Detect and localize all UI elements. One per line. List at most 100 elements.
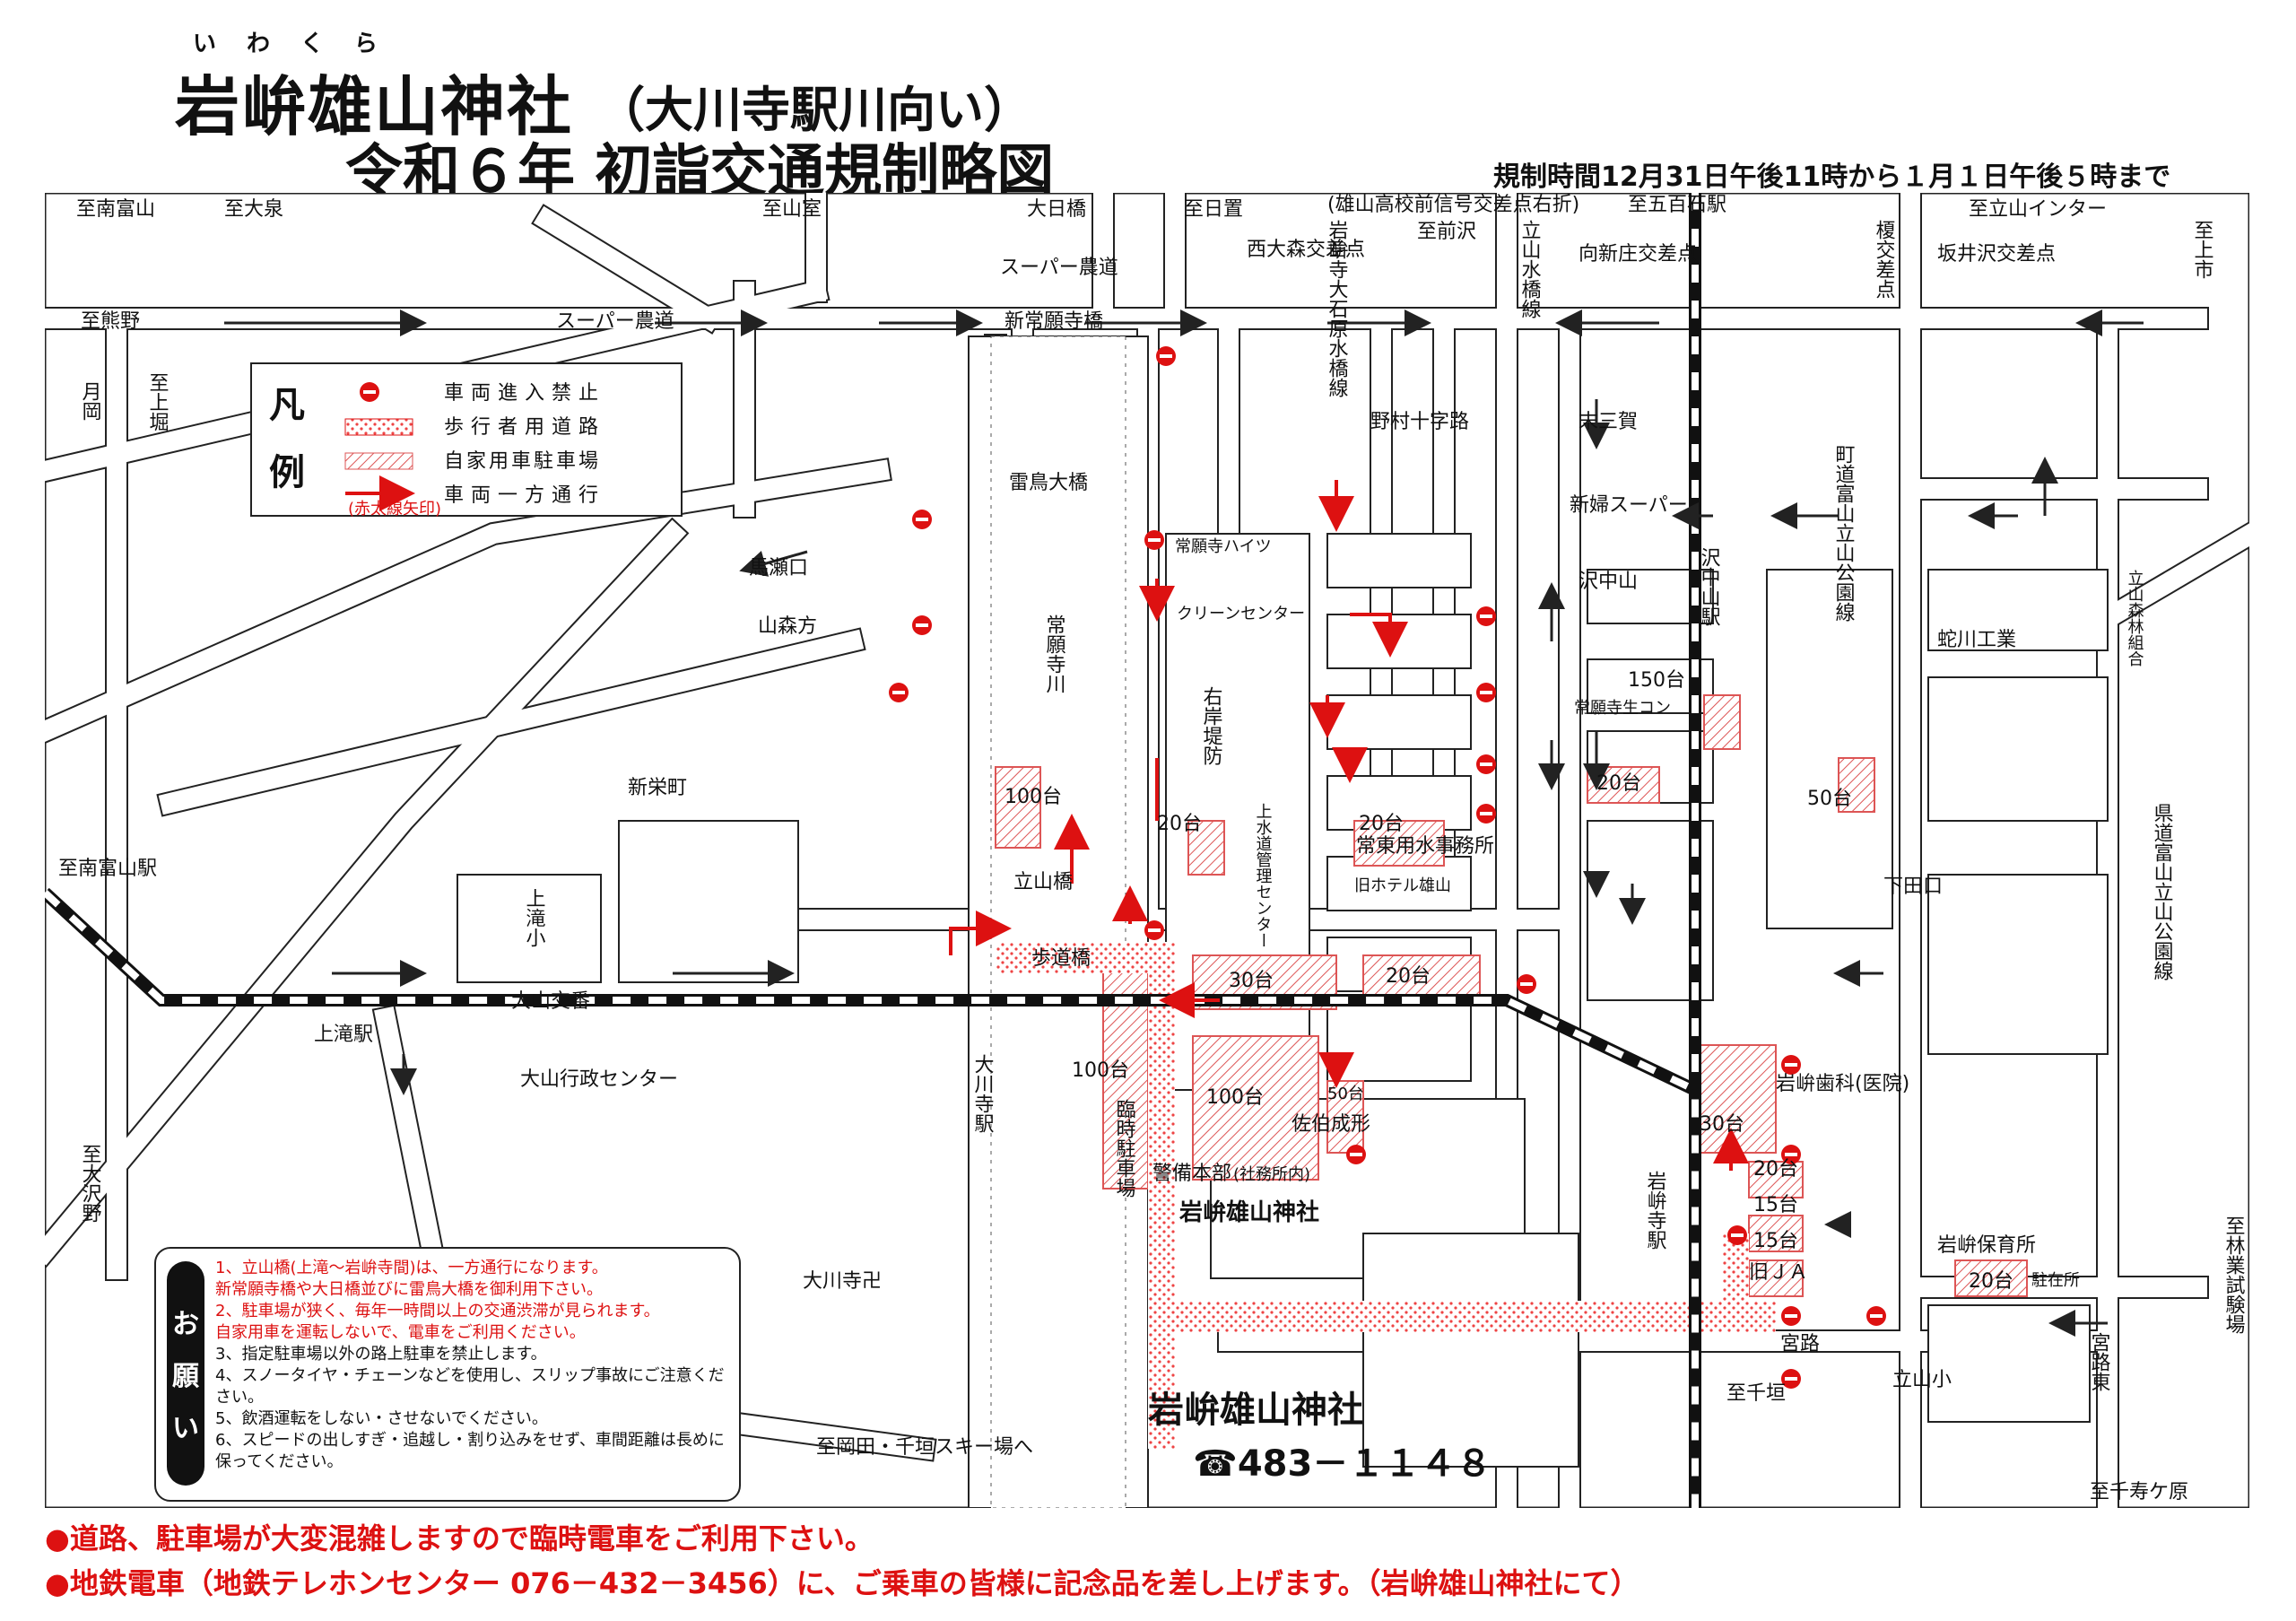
label-sawanakayama-sta: 沢中山駅 xyxy=(1698,547,1721,626)
parking-lots xyxy=(995,694,2028,1297)
label-tateyama-shinrin: 立山森林組合 xyxy=(2126,570,2144,667)
label-kamidaki-sta: 上滝駅 xyxy=(314,1024,373,1046)
label-to-kamiichi: 至上市 xyxy=(2191,220,2213,279)
label-tateyama-mizuhashi: 立山水橋線 xyxy=(1518,220,1542,318)
legend-heading-1: 凡 xyxy=(269,385,305,426)
label-iwakuraji-sta: 岩峅寺駅 xyxy=(1644,1171,1667,1250)
label-nishi-omori: 西大森交差点 xyxy=(1247,239,1365,261)
label-p15a: 15台 xyxy=(1753,1194,1798,1216)
label-p100a: 100台 xyxy=(1004,786,1062,808)
label-p50a: 50台 xyxy=(1807,788,1852,810)
label-p50b: 50台 xyxy=(1327,1085,1364,1103)
label-p20f: 20台 xyxy=(1969,1270,2013,1293)
label-to-minami-toyama: 至南富山 xyxy=(76,198,155,221)
notice-item: 2、駐車場が狭く、毎年一時間以上の交通渋滞が見られます。 自家用車を運転しないで… xyxy=(215,1302,660,1342)
label-shinjoganji-bridge: 新常願寺橋 xyxy=(1004,310,1103,333)
label-to-yamamuro: 至山室 xyxy=(762,198,822,221)
label-kenro: 県道富山立山公園線 xyxy=(2151,803,2174,980)
label-enoki: 榎交差点 xyxy=(1873,220,1896,299)
notice-item: 6、スピードの出しすぎ・追越し・割り込みをせず、車間距離は長めに保ってください。 xyxy=(215,1431,725,1471)
label-joganji-seicon: 常願寺生コン xyxy=(1574,699,1671,718)
city-blocks xyxy=(457,533,2109,1468)
title-ruby: いわくら xyxy=(193,31,409,57)
label-iwakuraji-line: 岩峅寺大石原水橋線 xyxy=(1326,220,1349,397)
bottom-note: ●地鉄電車（地鉄テレホンセンター 076－432－3456）に、ご乗車の皆様に記… xyxy=(45,1566,1639,1600)
label-to-oizumi: 至大泉 xyxy=(224,198,283,221)
label-jotoyo: 常東用水事務所 xyxy=(1356,835,1494,858)
label-miyaji: 宮路 xyxy=(1780,1333,1820,1355)
label-tateyama-sho: 立山小 xyxy=(1892,1369,1952,1391)
label-jousuido: 上水道管理センター xyxy=(1254,803,1273,948)
label-p150: 150台 xyxy=(1628,669,1685,692)
legend: 凡 例 (赤太線矢印) 車両進入禁止 歩行者用道路 自家用車駐車場 車両一方通行 xyxy=(250,362,683,519)
label-to-chitosegahara: 至千寿ケ原 xyxy=(2090,1481,2188,1503)
label-p15b: 15台 xyxy=(1753,1230,1798,1252)
label-sawanakayama: 沢中山 xyxy=(1578,571,1638,593)
page-title: 岩峅雄山神社 xyxy=(175,69,574,144)
label-to-senkaki: 至千垣 xyxy=(1726,1382,1786,1405)
notice-tab-char: 願 xyxy=(172,1361,199,1392)
label-keibi: 警備本部 xyxy=(1152,1163,1231,1185)
label-rinji-parking: 臨時駐車場 xyxy=(1113,1099,1136,1198)
pedestrian-road-icon xyxy=(344,418,413,436)
label-machi-road: 町道富山立山公園線 xyxy=(1832,444,1856,622)
label-ugan-teibou: 右岸堤防 xyxy=(1200,686,1223,765)
label-hodou-bridge: 歩道橋 xyxy=(1031,947,1091,970)
label-p100b: 100台 xyxy=(1072,1059,1129,1082)
page-subtitle: （大川寺駅川向い） xyxy=(596,82,1032,138)
label-oyama-center: 大山行政センター xyxy=(520,1068,678,1091)
label-to-minami-toyama-sta: 至南富山駅 xyxy=(58,858,157,880)
label-tateyama-bridge: 立山橋 xyxy=(1013,871,1073,893)
legend-label-no-entry: 車両進入禁止 xyxy=(444,382,605,405)
label-signal-note: (雄山高校前信号交差点右折) xyxy=(1327,194,1579,216)
label-tsukioka: 月岡 xyxy=(79,381,102,421)
legend-heading-2: 例 xyxy=(269,452,305,493)
label-to-hioki: 至日置 xyxy=(1184,198,1243,221)
bottom-note: ●道路、駐車場が大変混雑しますので臨時電車をご利用下さい。 xyxy=(45,1521,874,1556)
label-yamamorigata: 山森方 xyxy=(758,615,817,638)
legend-label-pedestrian: 歩行者用道路 xyxy=(444,416,605,439)
legend-arrow-note: (赤太線矢印) xyxy=(348,500,441,519)
label-to-gohyakkoku: 至五百石駅 xyxy=(1628,194,1726,216)
label-p20c: 20台 xyxy=(1596,772,1641,795)
label-suemiga: 末三賀 xyxy=(1578,411,1638,433)
notice-item: 5、飲酒運転をしない・させないでください。 xyxy=(215,1409,548,1428)
label-to-maezawa: 至前沢 xyxy=(1417,221,1476,243)
label-sakaiizawa: 坂井沢交差点 xyxy=(1937,243,2056,266)
label-okawaji-temple: 大川寺卍 xyxy=(803,1270,882,1293)
notice-item: 3、指定駐車場以外の路上駐車を禁止します。 xyxy=(215,1345,547,1364)
label-p20d: 20台 xyxy=(1386,965,1431,988)
label-to-kumano: 至熊野 xyxy=(81,310,140,333)
label-iwakura-nursery: 岩峅保育所 xyxy=(1937,1234,2036,1257)
label-shimodaguchi: 下田口 xyxy=(1883,876,1943,898)
label-raicho-bridge: 雷鳥大橋 xyxy=(1009,472,1088,494)
shrine-contact: 岩峅雄山神社 ☎483－１１４８ xyxy=(1148,1390,1492,1485)
one-way-arrows xyxy=(949,480,1749,1171)
label-p20a: 20台 xyxy=(1157,813,1202,835)
notice-tab-char: い xyxy=(172,1413,199,1444)
label-super-nodo-top: スーパー農道 xyxy=(1000,257,1118,279)
label-keibi-note: (社務所内) xyxy=(1233,1165,1310,1184)
label-clean-center: クリーンセンター xyxy=(1177,605,1305,623)
no-entry-icon xyxy=(360,382,379,402)
label-hotel-oyama: 旧ホテル雄山 xyxy=(1354,876,1451,895)
place-labels: 至南富山 至大泉 至山室 大日橋 至日置 (雄山高校前信号交差点右折) 至五百石… xyxy=(58,194,2246,1503)
legend-label-one-way: 車両一方通行 xyxy=(444,484,605,507)
label-mase: 馬瀬口 xyxy=(749,557,808,580)
label-miyaji-higashi: 宮路東 xyxy=(2088,1332,2111,1391)
traffic-arrows xyxy=(224,309,2144,1337)
label-p30a: 30台 xyxy=(1229,970,1274,992)
label-ohibashi: 大日橋 xyxy=(1027,198,1086,221)
notice-tab: お 願 い xyxy=(167,1261,204,1486)
notice-item: 4、スノータイヤ・チェーンなどを使用し、スリップ事故にご注意ください。 xyxy=(215,1366,725,1407)
shrine-name: 岩峅雄山神社 xyxy=(1148,1390,1363,1431)
notice-item: 1、立山橋(上滝～岩峅寺間)は、一方通行になります。 新常願寺橋や大日橋並びに雷… xyxy=(215,1259,608,1299)
label-shineimachi: 新栄町 xyxy=(628,777,687,799)
shrine-phone: ☎483－１１４８ xyxy=(1193,1443,1492,1485)
label-super-nodo: スーパー農道 xyxy=(556,310,674,333)
label-okawaji-sta: 大川寺駅 xyxy=(971,1054,995,1133)
label-shinfu-super: 新婦スーパー xyxy=(1570,494,1688,517)
joganji-river xyxy=(968,336,1149,1508)
label-saeki: 佐伯成形 xyxy=(1292,1113,1370,1136)
railway xyxy=(45,193,1701,1508)
